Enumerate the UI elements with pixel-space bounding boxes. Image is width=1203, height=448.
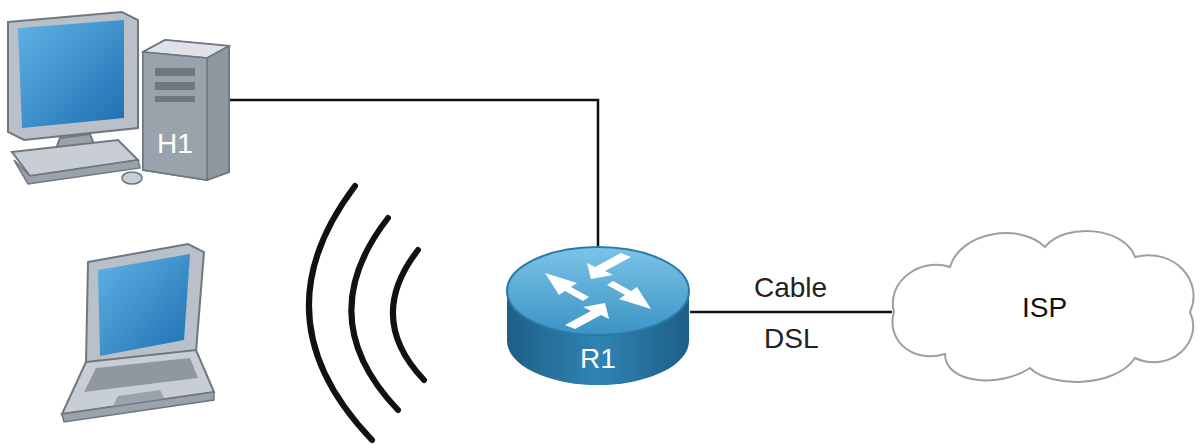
link-type-label: DSL: [761, 324, 821, 355]
computer-tower: H1: [135, 38, 231, 182]
node-label: R1: [580, 343, 616, 375]
edge-label: Cable: [751, 273, 830, 304]
node-label: H1: [157, 128, 193, 160]
tower-outline: [135, 38, 231, 182]
router-symbol: R1: [505, 245, 691, 387]
wireless-waves: [309, 186, 424, 440]
laptop-icon: [62, 244, 214, 422]
node-label: ISP: [1022, 292, 1067, 324]
cloud-shape: ISP: [890, 222, 1200, 390]
connector: [230, 100, 598, 247]
monitor-icon: [8, 12, 142, 184]
connector: [690, 312, 892, 313]
